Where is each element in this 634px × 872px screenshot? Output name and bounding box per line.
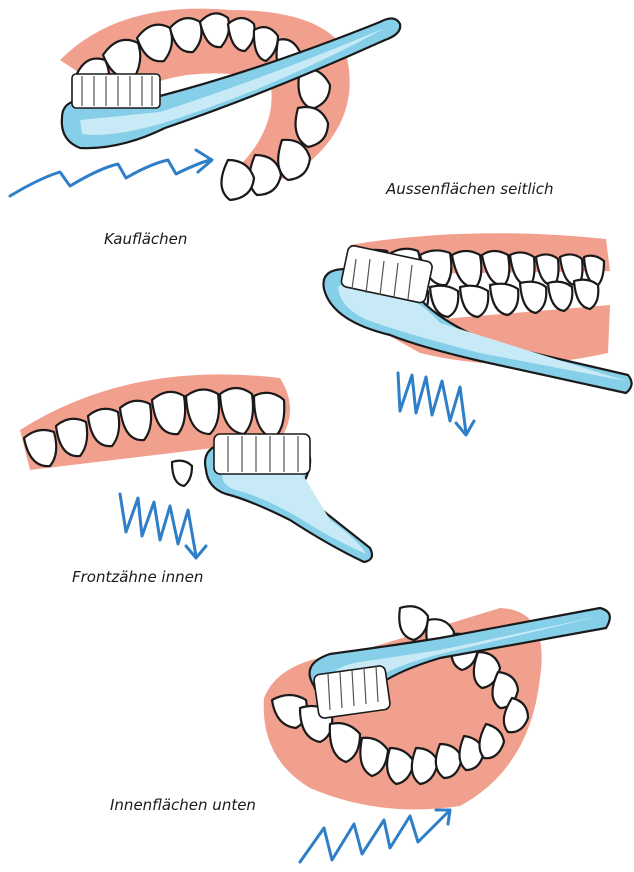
toothbrush-bristles: [313, 665, 390, 719]
illustration-occlusal-brushing: [0, 0, 634, 250]
caption-front-inner: Frontzähne innen: [72, 568, 203, 586]
illustration-front-inner-brushing: [0, 370, 380, 590]
motion-arrow-vertical: [398, 373, 474, 435]
illustration-inner-lower-brushing: [240, 598, 634, 872]
caption-outer-sides: Aussenflächen seitlich: [386, 180, 553, 198]
motion-arrow-vertical: [120, 494, 206, 558]
caption-inner-lower: Innenflächen unten: [110, 796, 256, 814]
toothbrush-bristles: [214, 434, 310, 474]
caption-occlusal: Kauflächen: [104, 230, 187, 248]
motion-arrow-forward: [10, 150, 212, 196]
motion-arrow-upward: [300, 810, 450, 862]
toothbrush-bristles: [72, 74, 160, 108]
toothbrush: [205, 434, 372, 562]
